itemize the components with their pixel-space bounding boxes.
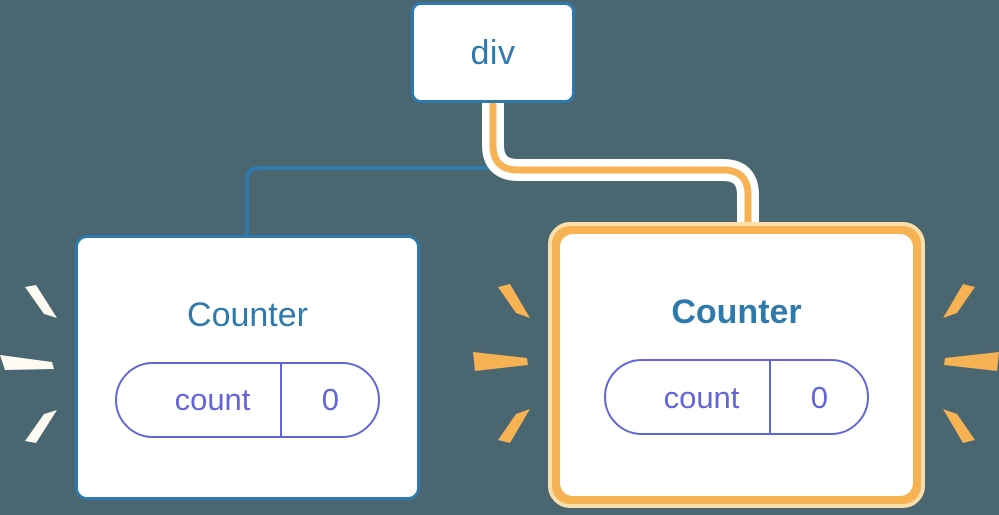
state-key: count [663,379,740,415]
sparkle-icon [943,409,975,443]
sparkle-icon [25,285,57,318]
state-pill-counter-left: count 0 [114,361,381,438]
edge-div-to-counter-left [245,103,495,236]
state-value: 0 [769,361,867,433]
sparkle-icon [498,409,530,443]
edge-div-to-counter-right [489,103,752,232]
sparkle-icon [943,284,975,318]
node-counter-right-body: Counter count 0 [560,234,913,496]
node-counter-right-title: Counter [671,293,802,331]
node-counter-left[interactable]: Counter count 0 [75,235,420,500]
state-pill-counter-right: count 0 [603,359,870,435]
state-value: 0 [280,363,378,436]
node-counter-left-title: Counter [187,295,308,334]
sparkle-icon [0,355,54,370]
sparkle-icon [473,352,528,371]
sparkle-group-counter-left [0,285,57,443]
edge-div-to-counter-right-halo [482,103,759,232]
sparkle-icon [944,352,999,371]
sparkle-group-counter-right-right [943,284,999,443]
sparkle-group-counter-right-left [473,284,530,443]
state-key: count [174,382,251,417]
sparkle-icon [498,284,530,318]
node-div[interactable]: div [411,2,575,103]
node-counter-right[interactable]: Counter count 0 [548,222,925,508]
node-div-title: div [470,33,516,72]
sparkle-icon [25,410,57,443]
